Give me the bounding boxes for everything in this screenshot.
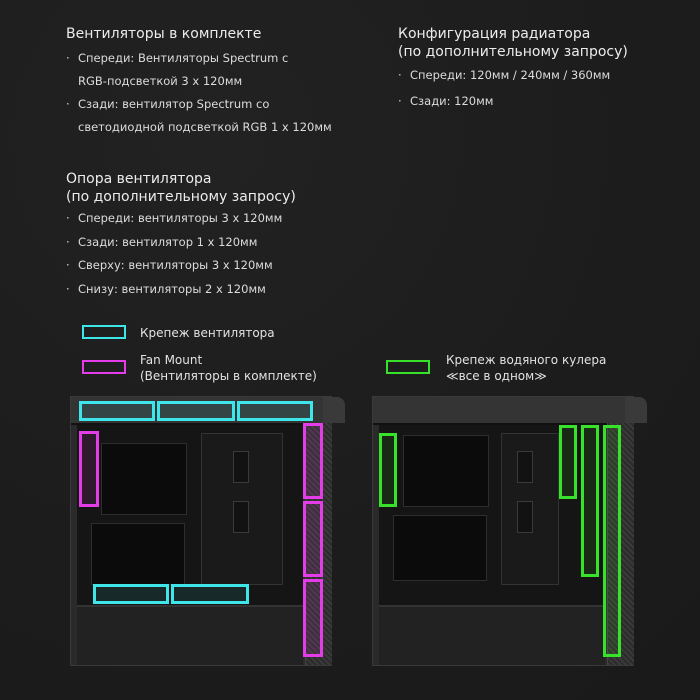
fan-mount-top-1 — [79, 401, 155, 421]
pc-case-radiator-layout — [372, 396, 647, 666]
radiator-mount-rear — [379, 433, 397, 507]
cable-hole — [233, 451, 249, 483]
motherboard-tray — [91, 523, 185, 585]
bullet: · — [66, 51, 70, 65]
radiator-mount-front-360 — [603, 425, 621, 657]
item-text: Сзади: 120мм — [410, 94, 494, 108]
bullet: · — [66, 258, 70, 272]
fan-mount-bottom-1 — [93, 584, 169, 604]
item-text: Снизу: вентиляторы 2 x 120мм — [78, 281, 266, 296]
motherboard-tray — [393, 515, 487, 581]
legend-swatch-magenta — [82, 360, 126, 374]
cable-hole — [233, 501, 249, 533]
fan-mount-top-3 — [237, 401, 313, 421]
fan-front-included-3 — [303, 579, 323, 657]
legend-label: Крепеж вентилятора — [140, 326, 275, 340]
title-line: (по дополнительному запросу) — [398, 44, 628, 60]
cable-hole — [517, 501, 533, 533]
list-item: · Спереди: 120мм / 240мм / 360мм — [398, 62, 688, 88]
radiator-mount-front-120 — [559, 425, 577, 499]
fan-mount-top-2 — [157, 401, 235, 421]
case-top-panel — [373, 397, 647, 425]
fans-included-list: · Спереди: Вентиляторы Spectrum с RGB-по… — [66, 47, 366, 139]
bullet: · — [66, 97, 70, 111]
label-line: Крепеж водяного кулера — [446, 353, 607, 367]
front-mesh-panel — [305, 423, 332, 665]
pc-case-fan-layout — [70, 396, 345, 666]
label-line: ≪все в одном≫ — [446, 369, 547, 383]
bullet: · — [66, 234, 70, 249]
cable-hole — [517, 451, 533, 483]
legend-swatch-green — [386, 360, 430, 374]
title-line: (по дополнительному запросу) — [66, 189, 296, 205]
fan-support-title: Опора вентилятора (по дополнительному за… — [66, 170, 296, 206]
psu-shroud — [379, 605, 605, 665]
fan-front-included-1 — [303, 423, 323, 499]
bullet: · — [66, 211, 70, 225]
label-line: Fan Mount — [140, 353, 203, 367]
list-item: · Сзади: 120мм — [398, 88, 688, 114]
radiator-mount-front-240 — [581, 425, 599, 577]
list-item: · Спереди: Вентиляторы Spectrum с RGB-по… — [66, 47, 366, 93]
fans-included-title: Вентиляторы в комплекте — [66, 26, 262, 42]
item-text: RGB-подсветкой 3 x 120мм — [78, 74, 243, 88]
legend-label: Крепеж водяного кулера ≪все в одном≫ — [446, 352, 606, 384]
item-text: Спереди: вентиляторы 3 x 120мм — [78, 211, 283, 225]
radiator-config-list: · Спереди: 120мм / 240мм / 360мм · Сзади… — [398, 62, 688, 114]
bullet: · — [398, 94, 402, 108]
list-item: · Сзади: вентилятор Spectrum со светодио… — [66, 93, 366, 139]
legend-label: Fan Mount (Вентиляторы в комплекте) — [140, 352, 317, 384]
list-item: · Снизу: вентиляторы 2 x 120мм — [66, 278, 366, 302]
radiator-config-title: Конфигурация радиатора (по дополнительно… — [398, 25, 628, 61]
item-text: Спереди: 120мм / 240мм / 360мм — [410, 68, 611, 82]
item-text: Сзади: вентилятор Spectrum со — [78, 97, 270, 111]
fan-rear-included — [79, 431, 99, 507]
fan-front-included-2 — [303, 501, 323, 577]
item-text: Спереди: Вентиляторы Spectrum с — [78, 51, 289, 65]
motherboard-tray — [101, 443, 187, 515]
list-item: · Спереди: вентиляторы 3 x 120мм — [66, 207, 366, 231]
fan-mount-bottom-2 — [171, 584, 249, 604]
legend-swatch-cyan — [82, 325, 126, 339]
bullet: · — [66, 281, 70, 296]
item-text: Сзади: вентилятор 1 x 120мм — [78, 234, 258, 249]
title-line: Конфигурация радиатора — [398, 26, 591, 42]
fan-support-list: · Спереди: вентиляторы 3 x 120мм · Сзади: … — [66, 207, 366, 301]
motherboard-tray — [403, 435, 489, 507]
title-line: Опора вентилятора — [66, 171, 212, 187]
list-item: · Сверху: вентиляторы 3 x 120мм — [66, 254, 366, 278]
psu-shroud — [77, 605, 303, 665]
label-line: (Вентиляторы в комплекте) — [140, 369, 317, 383]
list-item: · Сзади: вентилятор 1 x 120мм — [66, 231, 366, 255]
item-text: Сверху: вентиляторы 3 x 120мм — [78, 258, 273, 272]
item-text: светодиодной подсветкой RGB 1 x 120мм — [78, 120, 332, 134]
bullet: · — [398, 68, 402, 82]
